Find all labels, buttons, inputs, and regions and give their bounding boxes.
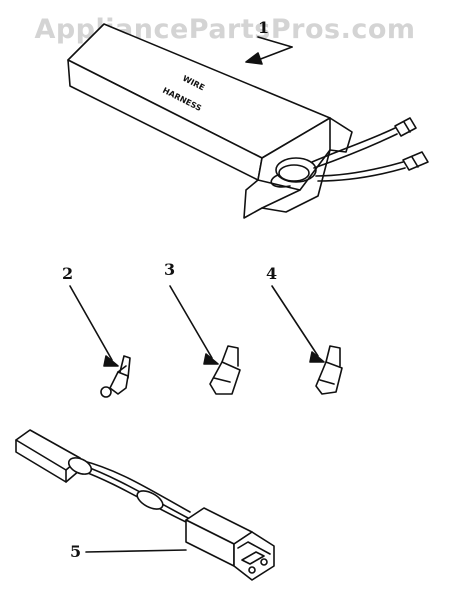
leader-arrow-1 — [245, 36, 293, 65]
wire-harness-box: WIRE HARNESS — [67, 23, 429, 219]
leader-line-5 — [85, 549, 187, 553]
spade-terminal — [271, 285, 343, 395]
callout-4: 4 — [266, 264, 278, 283]
callout-1: 1 — [258, 18, 270, 37]
ring-terminal — [69, 285, 131, 398]
callout-2: 2 — [62, 264, 74, 283]
callout-3: 3 — [164, 260, 176, 279]
jumper-connector — [15, 429, 275, 581]
flag-terminal — [169, 285, 241, 395]
callout-5: 5 — [70, 542, 82, 561]
